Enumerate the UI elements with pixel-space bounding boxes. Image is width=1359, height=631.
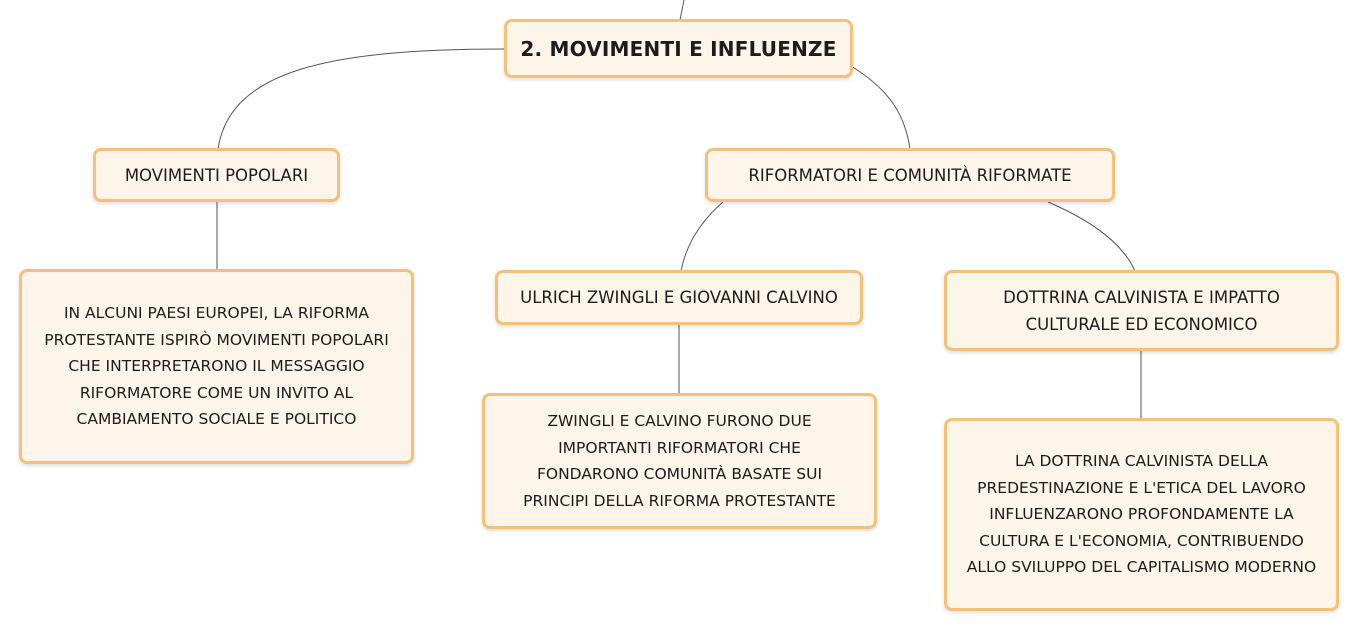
movimenti-popolari-detail-text: IN ALCUNI PAESI EUROPEI, LA RIFORMA PROT… [44,304,389,429]
riformatori-node[interactable]: RIFORMATORI E COMUNITÀ RIFORMATE [705,148,1115,202]
movimenti-popolari-node[interactable]: MOVIMENTI POPOLARI [93,148,340,202]
dottrina-calvinista-label: DOTTRINA CALVINISTA E IMPATTO CULTURALE … [1003,287,1280,334]
zwingli-calvino-label: ULRICH ZWINGLI E GIOVANNI CALVINO [520,288,838,307]
movimenti-popolari-label: MOVIMENTI POPOLARI [124,165,309,185]
connector-riformatori-to-dottrina [1047,201,1136,272]
root-node[interactable]: 2. MOVIMENTI E INFLUENZE [504,19,853,78]
movimenti-popolari-detail-node[interactable]: IN ALCUNI PAESI EUROPEI, LA RIFORMA PROT… [19,269,414,464]
dottrina-calvinista-detail-text: LA DOTTRINA CALVINISTA DELLA PREDESTINAZ… [966,452,1317,577]
connector-root-to-riformatori [850,65,911,150]
connector-parent-to-root [679,0,685,21]
dottrina-calvinista-node[interactable]: DOTTRINA CALVINISTA E IMPATTO CULTURALE … [944,270,1339,351]
zwingli-calvino-detail-text: ZWINGLI E CALVINO FURONO DUE IMPORTANTI … [523,412,836,510]
zwingli-calvino-node[interactable]: ULRICH ZWINGLI E GIOVANNI CALVINO [495,270,863,325]
riformatori-label: RIFORMATORI E COMUNITÀ RIFORMATE [748,165,1072,185]
root-node-label: 2. MOVIMENTI E INFLUENZE [520,36,837,61]
connector-root-to-movimenti-popolari [217,48,506,150]
connector-riformatori-to-zwingli [680,201,724,272]
zwingli-calvino-detail-node[interactable]: ZWINGLI E CALVINO FURONO DUE IMPORTANTI … [482,393,877,529]
dottrina-calvinista-detail-node[interactable]: LA DOTTRINA CALVINISTA DELLA PREDESTINAZ… [944,418,1339,611]
